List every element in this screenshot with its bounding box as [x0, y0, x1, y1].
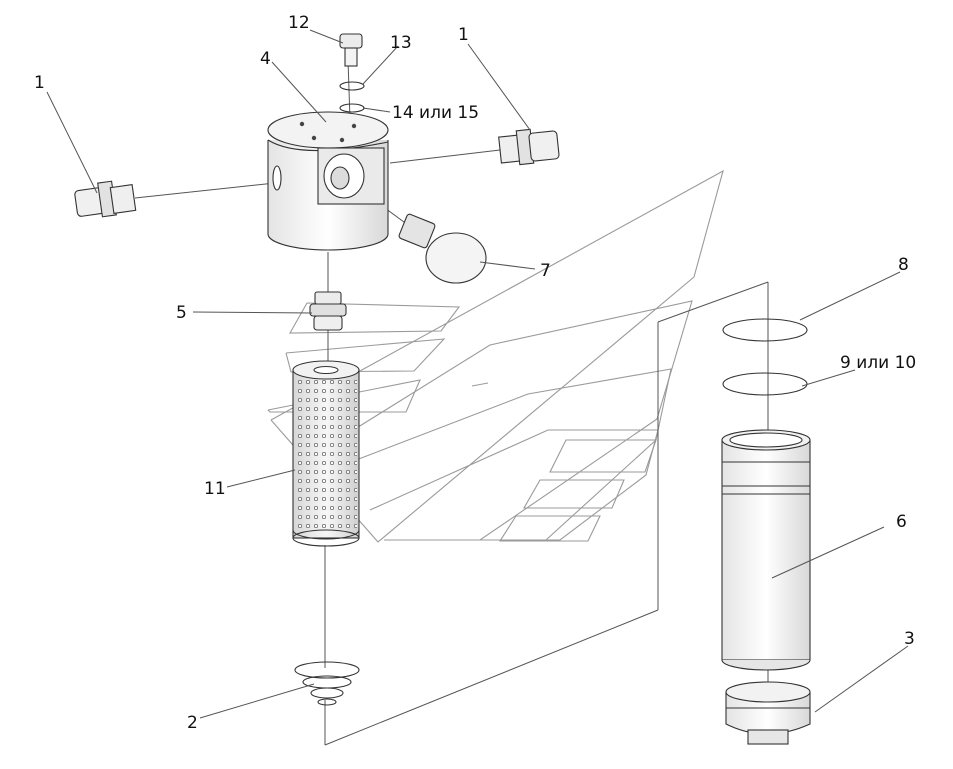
- callout-11: 11: [204, 479, 226, 499]
- washer-14: [339, 103, 365, 113]
- callout-9-or-10: 9 или 10: [840, 353, 916, 373]
- cap-3: [725, 681, 811, 745]
- callout-7: 7: [540, 261, 551, 281]
- ring-9: [722, 372, 808, 396]
- housing-4: [267, 111, 389, 251]
- ring-8: [722, 318, 808, 342]
- nipple-5: [309, 291, 347, 331]
- callout-1-left: 1: [34, 73, 45, 93]
- callout-labels: 1 1 2 3 4 5 6 7 8 9 или 10 11 12 13 14 и…: [34, 13, 916, 733]
- callout-14-or-15: 14 или 15: [392, 103, 479, 123]
- callout-4: 4: [260, 49, 271, 69]
- assembly-lines: [134, 59, 769, 746]
- callout-5: 5: [176, 303, 187, 323]
- callout-1-right: 1: [458, 25, 469, 45]
- washer-13: [339, 81, 365, 91]
- cup-6: [721, 429, 811, 671]
- filter-element-11: [292, 360, 360, 547]
- callout-3: 3: [904, 629, 915, 649]
- bolt-12: [339, 33, 363, 67]
- fitting-1-left: [74, 180, 137, 218]
- callout-2: 2: [187, 713, 198, 733]
- callout-8: 8: [898, 255, 909, 275]
- callout-6: 6: [896, 512, 907, 532]
- spring-2: [294, 661, 360, 706]
- leader-lines: [46, 29, 909, 719]
- fitting-1-right: [498, 128, 560, 166]
- callout-13: 13: [390, 33, 412, 53]
- indicator-7: [398, 213, 487, 284]
- callout-12: 12: [288, 13, 310, 33]
